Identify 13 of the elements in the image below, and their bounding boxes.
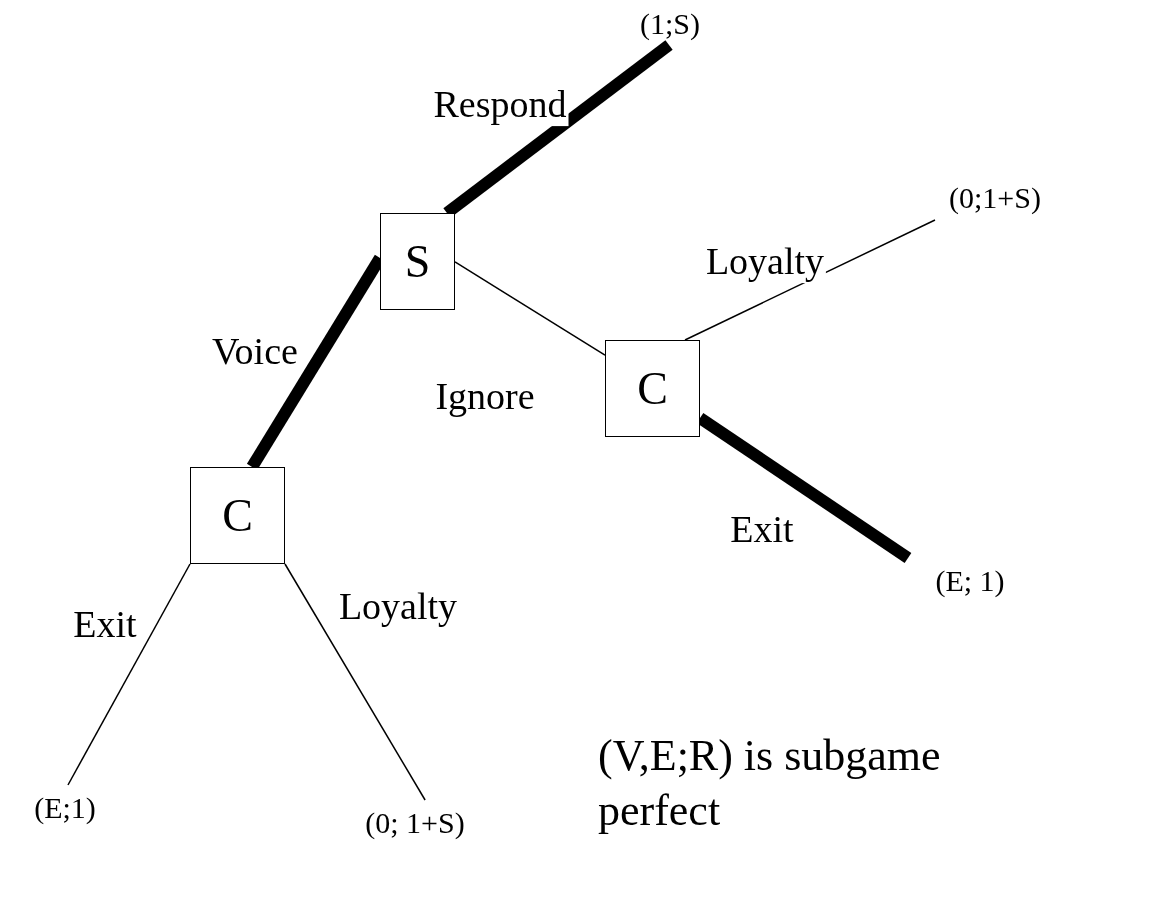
payoff-label: (1;S)	[600, 3, 740, 45]
decision-node: C	[605, 340, 700, 437]
branch-line	[284, 563, 426, 801]
branch-line	[454, 261, 606, 356]
decision-node: S	[380, 213, 455, 310]
payoff-label: (E; 1)	[905, 558, 1035, 603]
decision-node: C	[190, 467, 285, 564]
note-text: (V,E;R) is subgame perfect	[598, 730, 942, 837]
payoff-label: (E;1)	[10, 785, 120, 830]
payoff-label: (0;1+S)	[915, 175, 1075, 220]
payoff-label: (0; 1+S)	[325, 800, 505, 845]
branch-line	[684, 219, 936, 341]
branch-line	[67, 563, 191, 786]
